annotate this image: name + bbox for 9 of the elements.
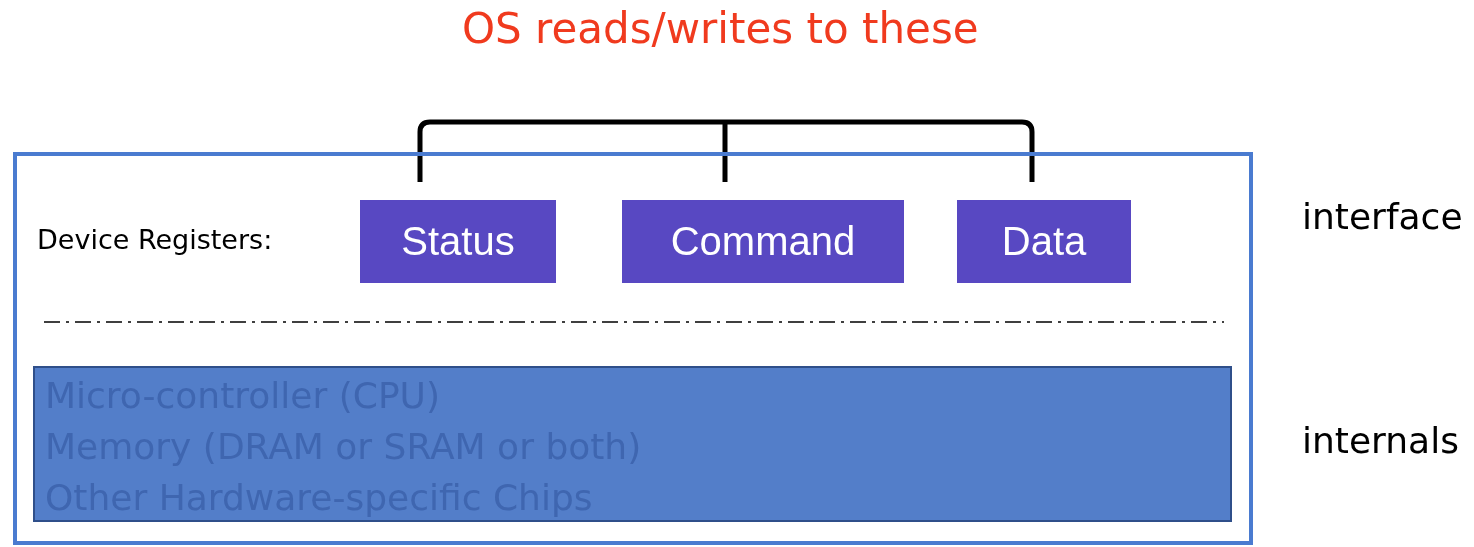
register-box: Command: [622, 200, 904, 283]
register-box: Data: [957, 200, 1131, 283]
register-box: Status: [360, 200, 556, 283]
internals-panel: [33, 366, 1232, 522]
layer-label: internals: [1302, 420, 1459, 461]
annotation-text: OS reads/writes to these: [462, 4, 979, 53]
layer-label: interface: [1302, 196, 1463, 237]
row-label: Device Registers:: [37, 224, 273, 255]
device-frame: [13, 152, 1253, 545]
